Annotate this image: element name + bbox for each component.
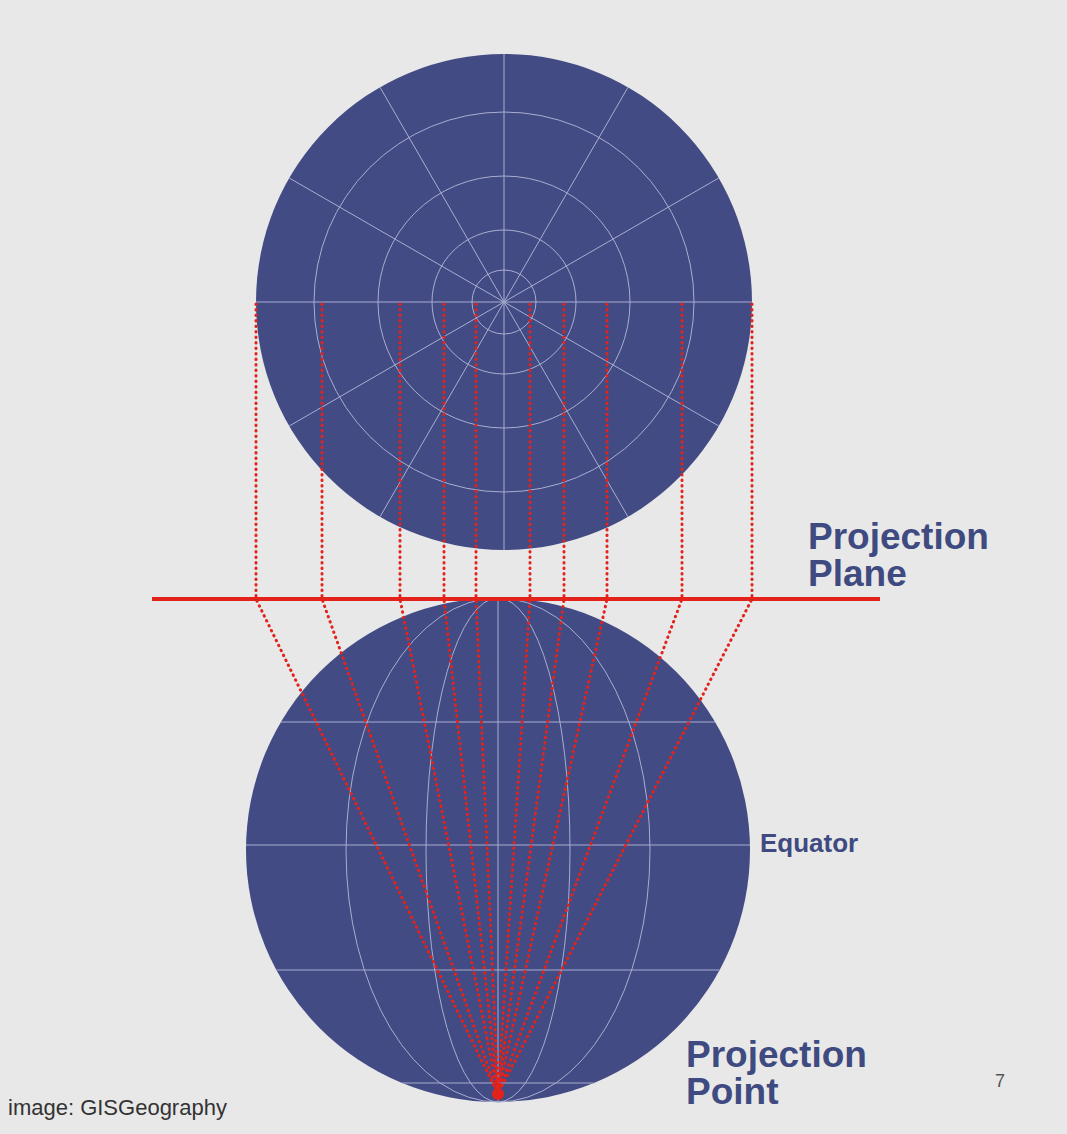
projection-ray xyxy=(498,304,682,1094)
projection-plane-line xyxy=(152,597,880,601)
grid-meridian xyxy=(256,302,504,303)
point-label: Projection Point xyxy=(686,1036,926,1110)
grid-meridian xyxy=(504,87,628,302)
grid-meridian xyxy=(380,87,504,302)
plane-label: Projection Plane xyxy=(808,518,1038,592)
grid-meridian xyxy=(504,302,505,550)
projection-point-dot xyxy=(492,1088,504,1100)
projection-rays xyxy=(256,304,752,1094)
grid-meridian xyxy=(504,302,719,426)
grid-meridian xyxy=(504,302,752,303)
grid-meridian xyxy=(504,302,628,517)
projection-ray xyxy=(256,304,498,1094)
projection-ray xyxy=(322,304,498,1094)
projection-ray xyxy=(498,304,530,1094)
image-credit: image: GISGeography xyxy=(8,1097,328,1119)
grid-meridian xyxy=(289,178,504,302)
meridian-line xyxy=(498,598,499,1102)
projection-ray xyxy=(400,304,498,1094)
globe xyxy=(246,598,750,1102)
equator-label: Equator xyxy=(760,830,960,856)
meridian-line xyxy=(426,598,570,1102)
projection-ray xyxy=(498,304,752,1094)
grid-meridian xyxy=(504,178,719,302)
meridian-line xyxy=(346,598,650,1102)
polar-grid xyxy=(256,54,752,550)
graticule xyxy=(246,598,750,1102)
projection-ray xyxy=(498,304,607,1094)
grid-meridian xyxy=(504,54,505,302)
projection-ray xyxy=(444,304,498,1094)
page-number: 7 xyxy=(995,1072,1035,1090)
projection-ray xyxy=(476,304,498,1094)
azimuthal-map xyxy=(256,54,752,550)
projection-ray xyxy=(498,304,564,1094)
